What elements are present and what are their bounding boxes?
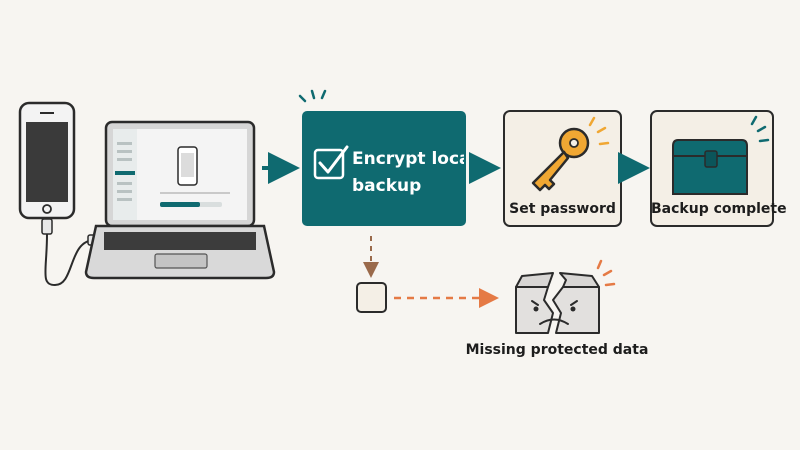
laptop-icon <box>84 120 276 280</box>
phone-icon <box>18 101 76 220</box>
key-icon <box>531 116 610 192</box>
set-password-label: Set password <box>509 201 616 217</box>
encrypt-box[interactable] <box>298 89 466 226</box>
encrypt-label-line1: Encrypt local <box>352 149 464 169</box>
chest-icon <box>672 115 770 195</box>
empty-checkbox-icon[interactable] <box>356 282 387 313</box>
checkbox-icon <box>313 145 349 180</box>
encrypt-label-line2: backup <box>352 176 422 196</box>
sparkle-icon <box>298 89 327 103</box>
missing-data-label: Missing protected data <box>465 342 649 358</box>
backup-complete-label: Backup complete <box>651 201 787 217</box>
broken-box-icon <box>515 259 616 334</box>
